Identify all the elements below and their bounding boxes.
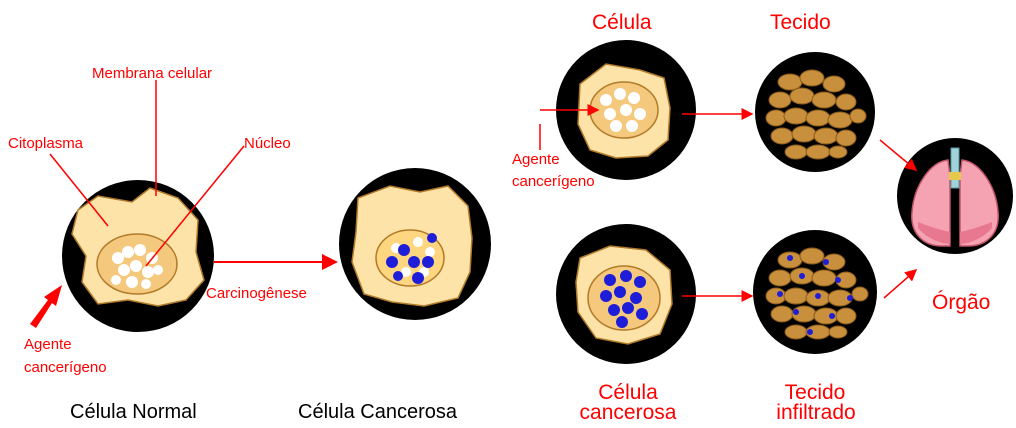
label-citoplasma: Citoplasma: [8, 136, 83, 151]
caption-celula-normal: Célula Normal: [70, 402, 197, 422]
label-agente-left-2: cancerígeno: [24, 360, 107, 375]
infiltrated-tissue: [753, 230, 877, 354]
cancer-cell-center: [339, 168, 491, 320]
label-tecido-infiltrado-1: Tecido: [770, 382, 860, 403]
label-celula: Célula: [592, 12, 652, 33]
label-agente-right-2: cancerígeno: [512, 174, 595, 189]
trachea: [951, 148, 959, 188]
label-nucleo: Núcleo: [244, 136, 291, 151]
label-agente-left-1: Agente: [24, 337, 72, 352]
tissue-top-right: [755, 52, 875, 172]
organ-lungs: [897, 138, 1013, 254]
label-celula-cancerosa-1: Célula: [588, 382, 668, 403]
cancer-cell-bottom-right: [556, 224, 696, 364]
normal-cell: [62, 180, 214, 332]
label-celula-cancerosa-2: cancerosa: [578, 402, 678, 423]
label-agente-right-1: Agente: [512, 152, 560, 167]
label-tecido-infiltrado-2: infiltrado: [766, 402, 866, 423]
agent-arrow-left: [30, 285, 62, 328]
caption-celula-cancerosa: Célula Cancerosa: [298, 402, 457, 422]
label-tecido: Tecido: [770, 12, 831, 33]
label-orgao: Órgão: [932, 292, 990, 313]
label-membrana: Membrana celular: [92, 66, 212, 81]
label-carcinogenese: Carcinogênese: [206, 286, 307, 301]
